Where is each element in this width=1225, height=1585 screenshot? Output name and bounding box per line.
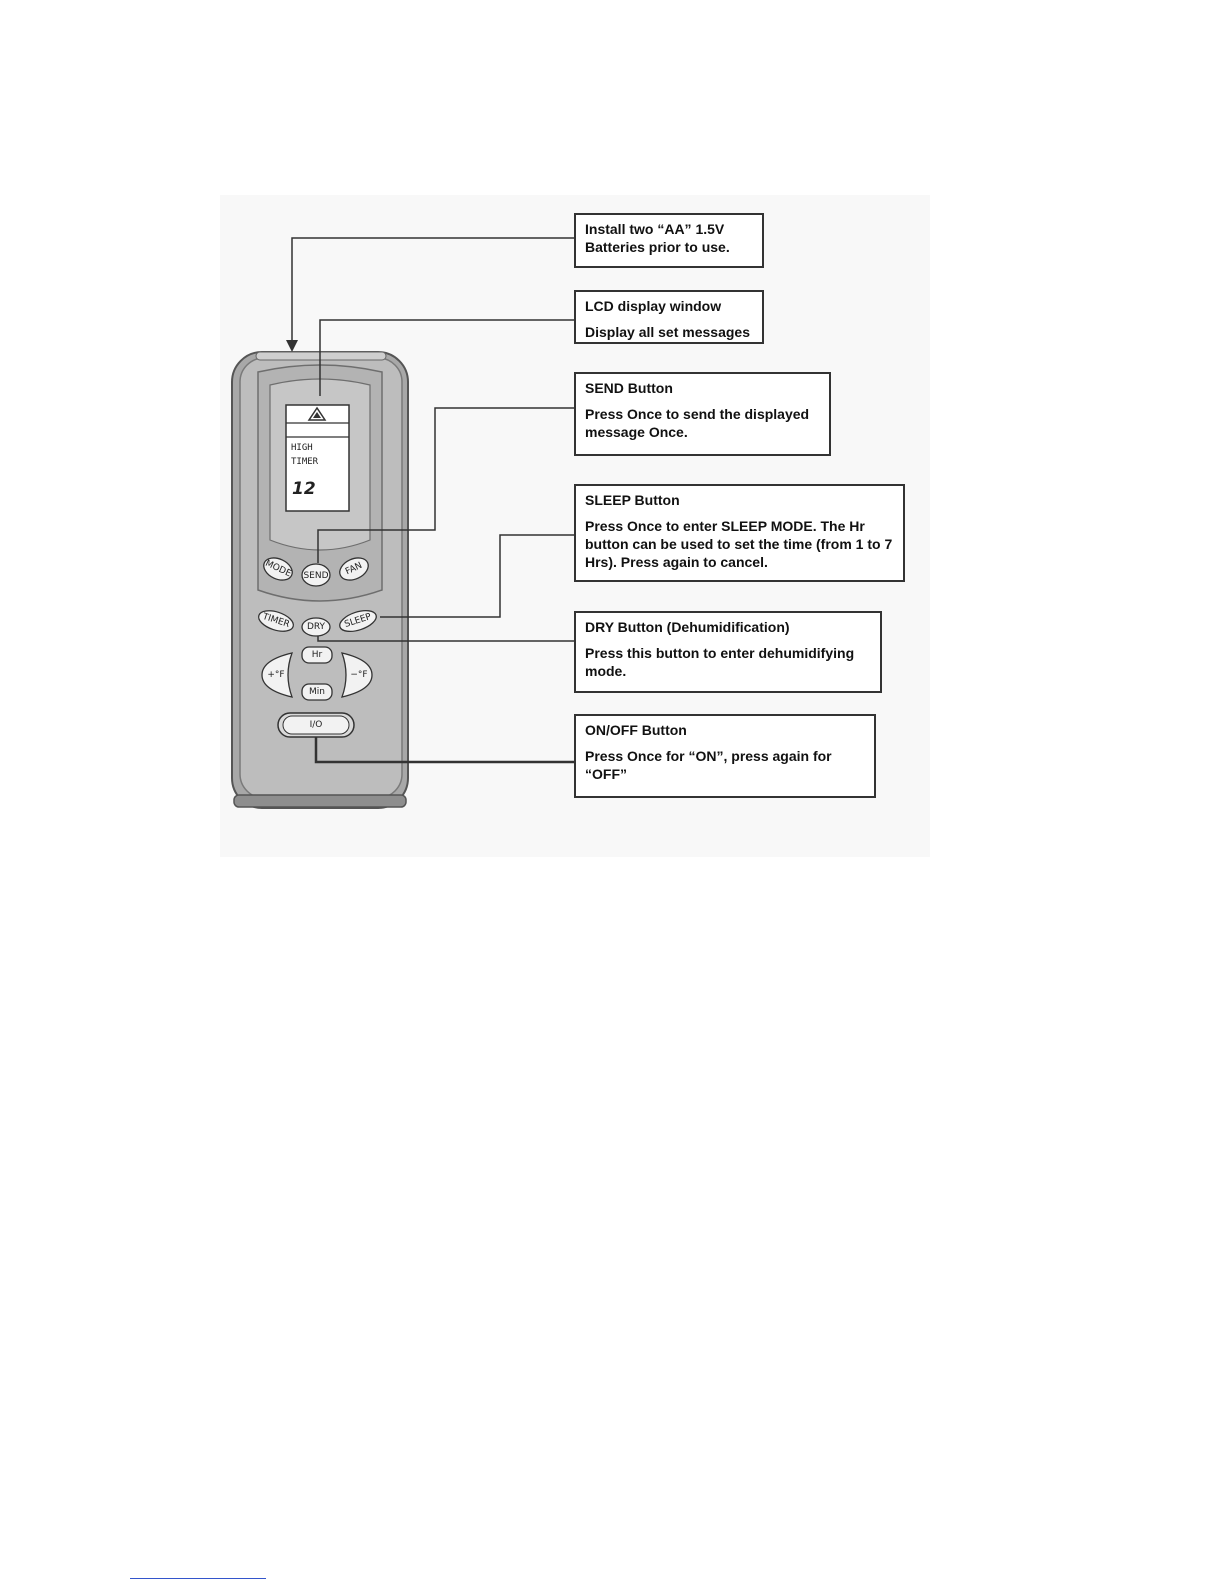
temp-down-button[interactable]: −°F — [340, 652, 373, 698]
callout-batteries-title: Install two “AA” 1.5V — [585, 221, 725, 237]
temp-up-label: +°F — [267, 670, 284, 680]
footer-rule — [130, 1578, 266, 1579]
hr-button-label: Hr — [312, 650, 323, 660]
send-button[interactable]: SEND — [301, 563, 331, 587]
callout-lcd-title: LCD display window — [585, 298, 722, 314]
temp-up-button[interactable]: +°F — [261, 652, 294, 698]
lcd-timer-value: 12 — [292, 479, 316, 499]
callout-dry-title: DRY Button (Dehumidification) — [585, 619, 790, 635]
mode-button[interactable]: MODE — [260, 554, 296, 585]
callout-send-description: Press Once to send the displayed message… — [585, 406, 810, 440]
callout-dry: DRY Button (Dehumidification) Press this… — [574, 611, 882, 693]
callout-dry-description: Press this button to enter dehumidifying… — [585, 645, 855, 679]
triangle-inner-icon — [313, 412, 321, 418]
dry-button[interactable]: DRY — [301, 617, 331, 637]
hr-button[interactable]: Hr — [301, 646, 333, 664]
leader-lcd — [319, 319, 575, 396]
leader-sleep — [380, 534, 575, 618]
min-button-label: Min — [309, 687, 325, 697]
lcd-display: HIGH TIMER 12 — [285, 404, 350, 512]
leader-dry — [317, 636, 575, 642]
leader-send — [317, 407, 575, 563]
callout-send-title: SEND Button — [585, 380, 673, 396]
callout-sleep-title: SLEEP Button — [585, 492, 680, 508]
callout-sleep: SLEEP Button Press Once to enter SLEEP M… — [574, 484, 905, 582]
timer-button[interactable]: TIMER — [256, 607, 296, 635]
callout-lcd: LCD display window Display all set messa… — [574, 290, 764, 344]
callout-batteries-description: Batteries prior to use. — [585, 239, 730, 255]
triangle-icon — [307, 406, 327, 421]
battery-cover-edge — [255, 351, 387, 361]
callout-onoff: ON/OFF Button Press Once for “ON”, press… — [574, 714, 876, 798]
min-button[interactable]: Min — [301, 683, 333, 701]
power-button[interactable]: I/O — [277, 712, 355, 738]
remote-bottom-edge — [233, 794, 407, 808]
callout-onoff-title: ON/OFF Button — [585, 722, 687, 738]
callout-send: SEND Button Press Once to send the displ… — [574, 372, 831, 456]
callout-sleep-description: Press Once to enter SLEEP MODE. The Hr b… — [585, 518, 893, 570]
callout-onoff-description: Press Once for “ON”, press again for “OF… — [585, 748, 832, 782]
send-button-label: SEND — [303, 571, 328, 581]
callout-batteries: Install two “AA” 1.5V Batteries prior to… — [574, 213, 764, 268]
power-button-label: I/O — [310, 720, 323, 730]
leader-lines — [291, 237, 575, 764]
temp-down-label: −°F — [350, 670, 367, 680]
lcd-mode-text: HIGH — [291, 443, 313, 453]
leader-onoff — [314, 737, 575, 764]
dry-button-label: DRY — [307, 622, 326, 632]
callout-lcd-description: Display all set messages — [585, 324, 750, 340]
sleep-button[interactable]: SLEEP — [337, 607, 379, 636]
fan-button[interactable]: FAN — [336, 554, 372, 585]
arrow-down-icon — [286, 340, 298, 352]
leader-batteries — [291, 237, 575, 343]
lcd-timer-text: TIMER — [291, 457, 319, 467]
